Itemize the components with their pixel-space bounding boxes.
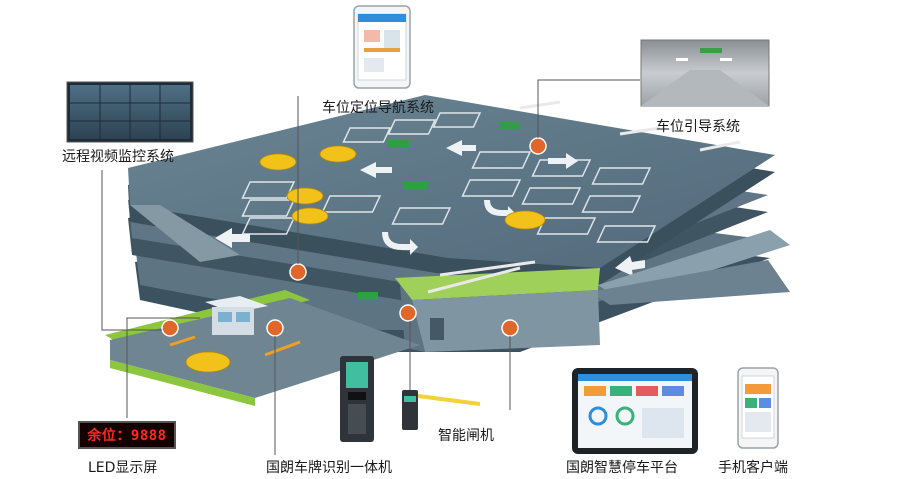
label-smart-gate: 智能闸机 [438, 428, 494, 444]
marker-plate-recognition [266, 319, 284, 337]
platform-tablet [572, 368, 698, 454]
label-plate-recognition: 国朗车牌识别一体机 [266, 460, 392, 476]
led-display-screen: 余位：9888 [78, 421, 176, 449]
marker-smart-gate [399, 304, 417, 322]
entrance-door [430, 318, 444, 340]
parking-garage [105, 95, 790, 406]
cars [185, 145, 546, 373]
arrow-top-3 [446, 140, 476, 156]
arrow-top-1 [360, 162, 392, 178]
plate-recognition-kiosk [340, 356, 374, 442]
line-led [126, 317, 200, 418]
u-turn-arrow-2 [484, 200, 515, 220]
guide-signs [358, 122, 520, 300]
label-mobile-client: 手机客户端 [718, 460, 788, 476]
barrier-arms [169, 100, 741, 357]
marker-monitoring [161, 319, 179, 337]
car [504, 210, 546, 230]
arrow-left-middle [215, 228, 250, 248]
line-monitoring [101, 170, 162, 331]
entry-ramp [130, 205, 240, 262]
garage-floor-top [128, 95, 775, 268]
connector-lines [101, 79, 640, 455]
arrow-left-right-side [615, 256, 645, 276]
garage-photo [640, 39, 770, 107]
label-space-navigation: 车位定位导航系统 [322, 100, 434, 116]
line-guidance [537, 79, 640, 138]
smart-gate-device [402, 390, 481, 430]
marker-platform [501, 319, 519, 337]
exit-ramp-lower [590, 260, 790, 305]
arrow-top-2 [548, 153, 578, 169]
label-remote-monitoring: 远程视频监控系统 [62, 149, 174, 165]
car [319, 145, 357, 163]
toll-platform-edge [110, 360, 255, 406]
marker-space-guidance [529, 137, 547, 155]
navigation-phone [353, 5, 411, 89]
parking-space-lines [241, 112, 657, 243]
system-markers [161, 137, 547, 337]
toll-platform [110, 298, 420, 398]
toll-booth [205, 296, 268, 335]
car [259, 153, 297, 171]
marker-space-navigation [289, 263, 307, 281]
direction-arrows [215, 140, 645, 354]
entrance-block-top [395, 268, 600, 300]
mobile-client-phone [737, 367, 779, 449]
label-space-guidance: 车位引导系统 [656, 119, 740, 135]
car [185, 351, 231, 373]
label-led-display: LED显示屏 [88, 460, 158, 476]
label-parking-platform: 国朗智慧停车平台 [566, 460, 678, 476]
car [291, 207, 329, 225]
u-turn-arrow-1 [382, 232, 418, 255]
monitor-video-wall [66, 81, 194, 143]
car [286, 187, 324, 205]
